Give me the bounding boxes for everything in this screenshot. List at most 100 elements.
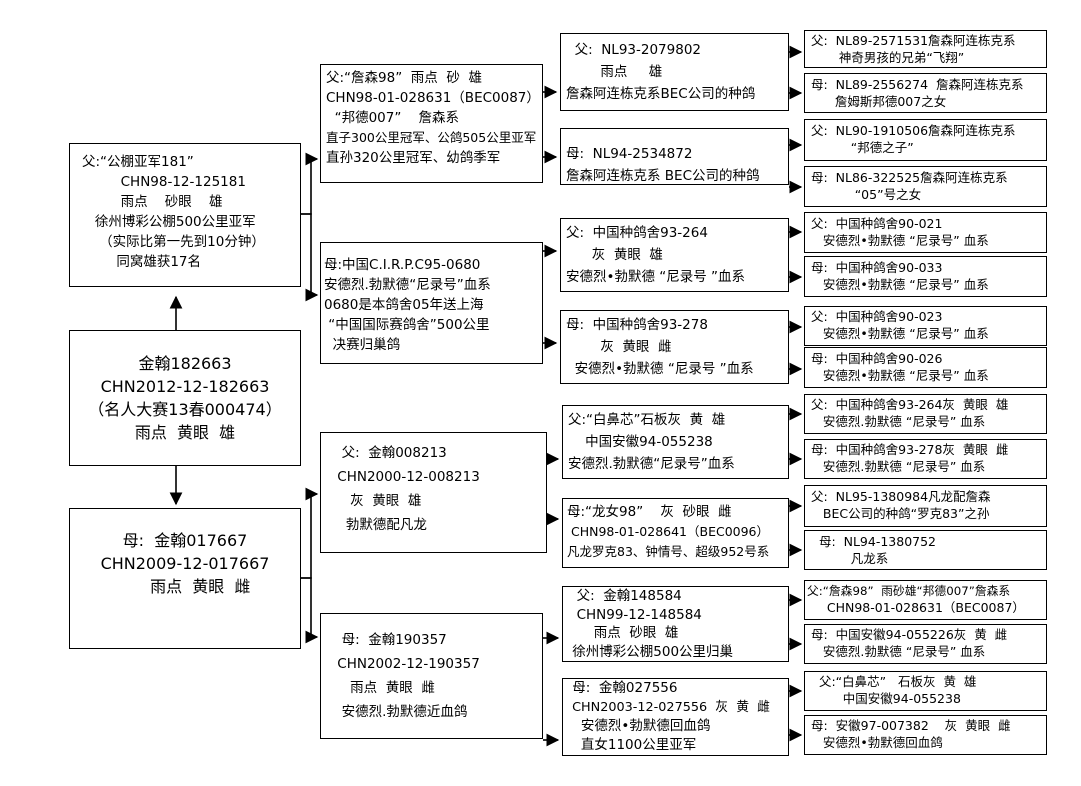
sire-box: 父:“公棚亚军181” CHN98-12-125181 雨点 砂眼 雄 徐州博彩… (69, 143, 301, 287)
ancestor-box: 父: 中国种鸽舍93-264 灰 黄眼 雄 安德烈•勃默德 “尼录号 ”血系 (560, 218, 789, 292)
ancestor-box: 父: NL90-1910506詹森阿连栋克系 “邦德之子” (804, 119, 1047, 161)
dd-line: 安德烈.勃默德近血鸽 (333, 704, 468, 720)
ds-line: 灰 黄眼 雄 (333, 493, 422, 509)
sire-line: 父:“公棚亚军181” (82, 154, 194, 170)
ancestor-box: 父: NL89-2571531詹森阿连栋克系 神奇男孩的兄弟“飞翔” (804, 30, 1047, 68)
ancestor-line: 父: 中国种鸽舍93-264灰 黄眼 雄 (811, 397, 1009, 412)
ancestor-line: 父: NL90-1910506詹森阿连栋克系 (811, 123, 1016, 138)
ancestor-line: 父: 中国种鸽舍90-021 (811, 216, 943, 231)
ancestor-box: 父:“詹森98” 雨砂雄“邦德007”詹森系 CHN98-01-028631（B… (804, 580, 1047, 620)
ancestor-line: 安德烈•勃默德 “尼录号” 血系 (811, 232, 989, 248)
ancestor-line: 母: 中国种鸽舍90-026 (811, 351, 943, 366)
ancestor-line: 父:“詹森98” 雨砂雄“邦德007”詹森系 (807, 584, 1011, 598)
dam-box: 母: 金翰017667 CHN2009-12-017667 雨点 黄眼 雌 (69, 508, 301, 649)
ancestor-line: CHN98-01-028631（BEC0087） (807, 599, 1025, 615)
ancestor-box: 父: NL93-2079802 雨点 雄 詹森阿连栋克系BEC公司的种鸽 (560, 33, 789, 111)
ancestor-line: “05”号之女 (811, 186, 922, 202)
ancestor-line: 安德烈•勃默德 “尼录号” 血系 (811, 367, 989, 383)
ancestor-line: BEC公司的种鸽“罗克83”之孙 (811, 505, 990, 521)
ancestor-line: 直女1100公里亚军 (568, 737, 697, 753)
ancestor-line: 雨点 雄 (566, 64, 663, 80)
ancestor-line: 凡龙系 (811, 550, 889, 566)
ancestor-line: 父: NL95-1380984凡龙配詹森 (811, 489, 991, 504)
ancestor-box: 母: 金翰027556 CHN2003-12-027556 灰 黄 雌 安德烈•… (562, 678, 789, 756)
ancestor-box: 母: NL94-1380752 凡龙系 (804, 530, 1047, 570)
sd-line: 安德烈.勃默德“尼录号”血系 (324, 277, 491, 293)
ancestor-line: 安德烈•勃默德 “尼录号” 血系 (811, 276, 989, 292)
sire-dam-box: 母:中国C.I.R.P.C95-0680 安德烈.勃默德“尼录号”血系 0680… (320, 242, 543, 364)
ancestor-line: 父:“白鼻芯”石板灰 黄 雄 (568, 412, 726, 428)
subject-pigeon-box: 金翰182663 CHN2012-12-182663 （名人大赛13春00047… (69, 330, 301, 466)
dam-dam-box: 母: 金翰190357 CHN2002-12-190357 雨点 黄眼 雌 安德… (320, 613, 543, 739)
ancestor-line: CHN99-12-148584 (568, 606, 702, 623)
sire-line: CHN98-12-125181 (82, 174, 246, 190)
ancestor-box: 父: 中国种鸽舍90-021 安德烈•勃默德 “尼录号” 血系 (804, 212, 1047, 253)
ss-line: 直孙320公里冠军、幼鸽季军 (326, 150, 501, 166)
ancestor-line: “邦德之子” (811, 139, 914, 155)
ancestor-line: 父: NL93-2079802 (566, 42, 702, 58)
ancestor-box: 母: NL94-2534872 詹森阿连栋克系 BEC公司的种鸽 (560, 128, 789, 185)
sd-line: “中国国际赛鸽舍”500公里 (324, 317, 490, 333)
ds-line: 父: 金翰008213 (333, 445, 447, 461)
ss-line: 直子300公里冠军、公鸽505公里亚军 (326, 130, 537, 145)
dam-line: 母: 金翰017667 (122, 531, 248, 550)
ancestor-box: 父:“白鼻芯” 石板灰 黄 雄 中国安徽94-055238 (804, 671, 1047, 711)
ancestor-line: 詹森阿连栋克系 BEC公司的种鸽 (566, 168, 760, 184)
ss-line: “邦德007” 詹森系 (326, 110, 460, 126)
ancestor-box: 母: 中国种鸽舍93-278灰 黄眼 雌 安德烈.勃默德 “尼录号” 血系 (804, 439, 1047, 479)
ancestor-line: 雨点 砂眼 雄 (568, 625, 679, 641)
sd-line: 决赛归巢鸽 (324, 337, 401, 353)
dd-line: 雨点 黄眼 雌 (333, 680, 435, 696)
ancestor-line: 父: 中国种鸽舍90-023 (811, 309, 943, 324)
subject-line: 雨点 黄眼 雄 (134, 423, 236, 442)
ancestor-line: 母: NL86-322525詹森阿连栋克系 (811, 170, 1008, 185)
ancestor-line: 中国安徽94-055238 (811, 690, 961, 706)
ancestor-box: 父: 中国种鸽舍93-264灰 黄眼 雄 安德烈.勃默德 “尼录号” 血系 (804, 394, 1047, 434)
ancestor-line: 安德烈.勃默德 “尼录号” 血系 (811, 643, 986, 659)
ancestor-line: 父: 金翰148584 (568, 588, 682, 604)
ancestor-box: 父:“白鼻芯”石板灰 黄 雄 中国安徽94-055238 安德烈.勃默德“尼录号… (562, 405, 789, 479)
ancestor-line: 父:“白鼻芯” 石板灰 黄 雄 (811, 674, 977, 689)
ancestor-line: CHN98-01-028641（BEC0096） (567, 524, 770, 539)
ancestor-line: 中国安徽94-055238 (568, 434, 713, 450)
ss-line: 父:“詹森98” 雨点 砂 雄 (326, 70, 482, 86)
ancestor-box: 父: 金翰148584 CHN99-12-148584 雨点 砂眼 雄 徐州博彩… (562, 586, 789, 662)
ancestor-line: 徐州博彩公棚500公里归巢 (568, 643, 734, 660)
ancestor-line: 母: NL94-1380752 (811, 534, 937, 549)
ancestor-box: 母: 中国安徽94-055226灰 黄 雌 安德烈.勃默德 “尼录号” 血系 (804, 624, 1047, 664)
sire-line: 雨点 砂眼 雄 (82, 194, 223, 210)
ancestor-line: 詹姆斯邦德007之女 (811, 93, 947, 109)
ss-line: CHN98-01-028631（BEC0087） (326, 90, 540, 106)
sire-line: 同窝雄获17名 (82, 254, 202, 270)
dam-line: 雨点 黄眼 雌 (119, 577, 251, 596)
dd-line: 母: 金翰190357 (333, 632, 447, 648)
ancestor-box: 父: NL95-1380984凡龙配詹森 BEC公司的种鸽“罗克83”之孙 (804, 485, 1047, 527)
ancestor-box: 母: 中国种鸽舍90-026 安德烈•勃默德 “尼录号” 血系 (804, 347, 1047, 388)
ancestor-line: 母: 中国种鸽舍90-033 (811, 260, 943, 275)
ancestor-line: CHN2003-12-027556 灰 黄 雌 (568, 700, 770, 715)
ancestor-line: 安德烈•勃默德回血鸽 (811, 734, 943, 750)
ancestor-line: 安德烈.勃默德“尼录号”血系 (568, 456, 735, 472)
ancestor-line: 母: 中国安徽94-055226灰 黄 雌 (811, 627, 1008, 642)
ancestor-line: 母: NL94-2534872 (566, 146, 693, 162)
ancestor-box: 母: NL86-322525詹森阿连栋克系 “05”号之女 (804, 166, 1047, 207)
ancestor-line: 灰 黄眼 雌 (566, 339, 672, 355)
ancestor-box: 母:“龙女98” 灰 砂眼 雌 CHN98-01-028641（BEC0096）… (562, 498, 789, 568)
sire-line: （实际比第一先到10分钟） (82, 234, 265, 250)
dd-line: CHN2002-12-190357 (333, 656, 480, 672)
ancestor-line: 母:“龙女98” 灰 砂眼 雌 (567, 504, 732, 520)
ancestor-box: 母: 安徽97-007382 灰 黄眼 雌 安德烈•勃默德回血鸽 (804, 715, 1047, 755)
subject-line: （名人大赛13春000474） (88, 400, 282, 419)
dam-sire-box: 父: 金翰008213 CHN2000-12-008213 灰 黄眼 雄 勃默德… (320, 432, 547, 553)
ancestor-line: 母: 安徽97-007382 灰 黄眼 雌 (811, 718, 1011, 733)
sire-line: 徐州博彩公棚500公里亚军 (82, 214, 256, 230)
ancestor-line: 父: 中国种鸽舍93-264 (566, 225, 708, 241)
subject-line: 金翰182663 (138, 354, 232, 373)
ancestor-line: 母: 中国种鸽舍93-278 (566, 317, 708, 333)
ancestor-line: 神奇男孩的兄弟“飞翔” (811, 49, 965, 65)
sd-line: 0680是本鸽舍05年送上海 (324, 297, 484, 313)
ancestor-line: 母: NL89-2556274 詹森阿连栋克系 (811, 77, 1024, 92)
ancestor-line: 安德烈.勃默德 “尼录号” 血系 (811, 458, 986, 474)
ancestor-box: 父: 中国种鸽舍90-023 安德烈•勃默德 “尼录号” 血系 (804, 306, 1047, 346)
